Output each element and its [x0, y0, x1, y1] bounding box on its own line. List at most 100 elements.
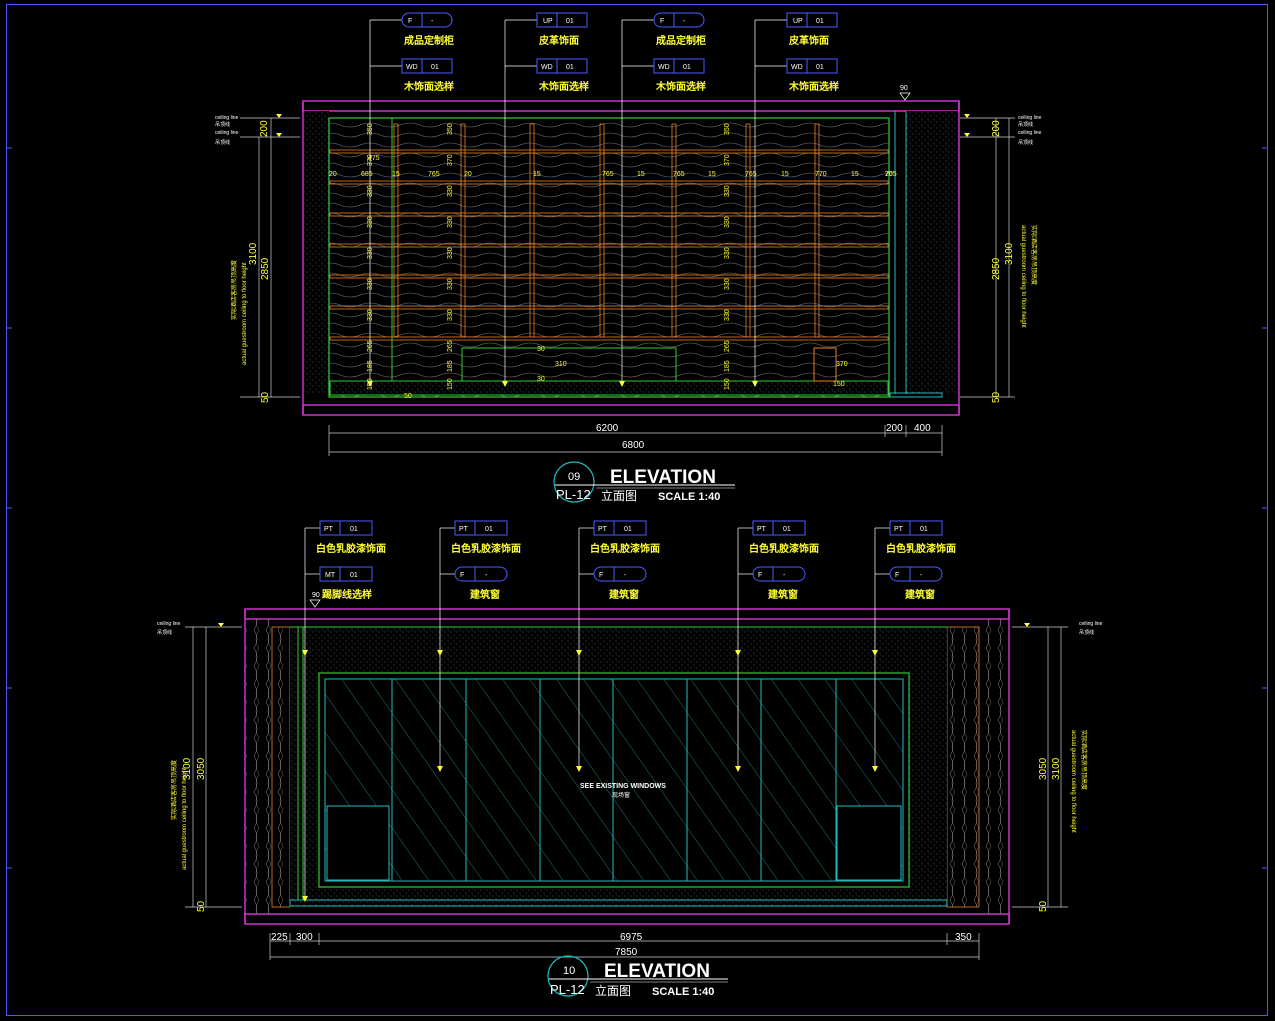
svg-text:PT: PT: [894, 526, 904, 533]
dim-right-mid: 2850: [991, 257, 1002, 280]
dim-right-top: 200: [991, 120, 1002, 137]
shelf-height-label: 330: [367, 185, 374, 197]
level-label-left-2: ceiling line: [215, 130, 239, 136]
side-note-right-cn: 实际酒店客房吊顶高度: [1030, 225, 1038, 285]
cabinet-outline: [328, 117, 890, 398]
width-dim-label: 770: [815, 171, 827, 178]
material-tag-label: 木饰面选样: [655, 80, 706, 93]
material-tag-label: 踢脚线选样: [322, 588, 372, 601]
title-number-10: 10: [563, 965, 575, 977]
material-tag-label: 白色乳胶漆饰面: [451, 542, 521, 555]
material-tag: [653, 12, 705, 28]
svg-text:MT: MT: [325, 572, 336, 579]
side-note-left-en: actual guestroom ceiling to floor height: [242, 262, 248, 365]
misc-dim-label: 370: [836, 361, 848, 368]
level-label-left-10: ceiling line: [157, 621, 181, 627]
dim-bottom-6800: 6800: [622, 440, 645, 451]
drawing-frame: [6, 4, 1268, 1016]
material-tag-label: 木饰面选样: [403, 80, 454, 93]
dim-bottom-6975: 6975: [620, 932, 643, 943]
svg-text:PT: PT: [598, 526, 608, 533]
level-label-left-10-cn: 吊顶线: [157, 629, 172, 636]
shelf-board: [329, 274, 889, 279]
dim-right-mid-10: 3050: [1038, 757, 1049, 780]
level-label-left-1: ceiling line: [215, 115, 239, 121]
dim-left-bottom-10: 50: [196, 900, 207, 912]
material-tag-label: 成品定制柜: [656, 34, 706, 47]
material-tag: [401, 12, 453, 28]
shelf-height-label: 265: [724, 340, 731, 352]
width-dim-label: 15: [533, 171, 541, 178]
shelf-height-label: 330: [447, 247, 454, 259]
level-label-left-2-cn: 吊顶线: [215, 139, 230, 146]
skirting-10: [289, 899, 948, 907]
svg-text:01: 01: [920, 526, 928, 533]
svg-text:WD: WD: [791, 64, 803, 71]
window-note-en: SEE EXISTING WINDOWS: [580, 783, 666, 790]
side-note-right-en-10: actual guestroom ceiling to floor height: [1070, 730, 1076, 833]
width-dim-label: 15: [708, 171, 716, 178]
misc-dim-label: 310: [555, 361, 567, 368]
svg-text:01: 01: [783, 526, 791, 533]
svg-text:-: -: [431, 18, 434, 25]
side-note-left-cn-10: 实际酒店客房吊顶高度: [170, 760, 178, 820]
dim-bottom-200: 200: [886, 423, 903, 434]
width-dim-label: 765: [602, 171, 614, 178]
svg-text:01: 01: [566, 18, 574, 25]
left-reveal-10: [271, 626, 291, 908]
shelf-height-label: 330: [724, 247, 731, 259]
shelf-height-label: 265: [447, 340, 454, 352]
svg-text:01: 01: [624, 526, 632, 533]
material-tag: [593, 520, 647, 536]
material-tag: [401, 58, 453, 74]
material-tag-label: 皮革饰面: [788, 34, 829, 47]
svg-text:WD: WD: [406, 64, 418, 71]
window-glass: [324, 678, 904, 882]
material-tag-label: 成品定制柜: [404, 34, 454, 47]
leader-lines-10: [302, 527, 890, 902]
width-dim-label: 15: [637, 171, 645, 178]
shelf-height-label: 265: [367, 340, 374, 352]
level-label-right-1-cn: 吊顶线: [1018, 121, 1033, 128]
cabinet-divider: [599, 123, 605, 338]
right-column-10: [979, 619, 1008, 914]
svg-text:UP: UP: [793, 18, 803, 25]
shelf-height-label: 330: [447, 216, 454, 228]
top-angle-10: 90: [312, 592, 320, 599]
material-tag: [786, 58, 838, 74]
cabinet-divider: [814, 123, 820, 338]
shelf-height-label: 330: [447, 278, 454, 290]
material-tag: [454, 566, 508, 582]
shelf-height-label: 330: [367, 247, 374, 259]
svg-text:-: -: [920, 572, 923, 579]
svg-text:F: F: [599, 572, 603, 579]
svg-text:-: -: [624, 572, 627, 579]
svg-text:01: 01: [485, 526, 493, 533]
shelf-height-label: 370: [724, 154, 731, 166]
material-tag: [752, 566, 806, 582]
misc-dim-label: 30: [537, 376, 545, 383]
title-main-09: ELEVATION: [610, 467, 716, 488]
shelf-height-label: 350: [447, 123, 454, 135]
svg-text:WD: WD: [541, 64, 553, 71]
left-dimension-chain-09: [240, 117, 300, 398]
title-sheet-10: PL-12: [550, 982, 585, 997]
dim-right-bottom-10: 50: [1038, 900, 1049, 912]
material-tag-label: 建筑窗: [469, 588, 500, 601]
svg-text:01: 01: [566, 64, 574, 71]
shelf-height-label: 150: [367, 378, 374, 390]
width-dim-label: 765: [428, 171, 440, 178]
shelf-height-label: 370: [367, 154, 374, 166]
cabinet-divider: [393, 123, 399, 338]
dim-right-bottom: 50: [991, 391, 1002, 403]
left-wall-hatch: [304, 111, 329, 394]
cabinet-shelves: [329, 118, 889, 395]
svg-text:-: -: [683, 18, 686, 25]
misc-dim-label: 150: [833, 381, 845, 388]
shelf-height-label: 330: [724, 185, 731, 197]
svg-text:-: -: [783, 572, 786, 579]
material-tag: [889, 520, 943, 536]
dim-left-total: 3100: [248, 242, 259, 265]
